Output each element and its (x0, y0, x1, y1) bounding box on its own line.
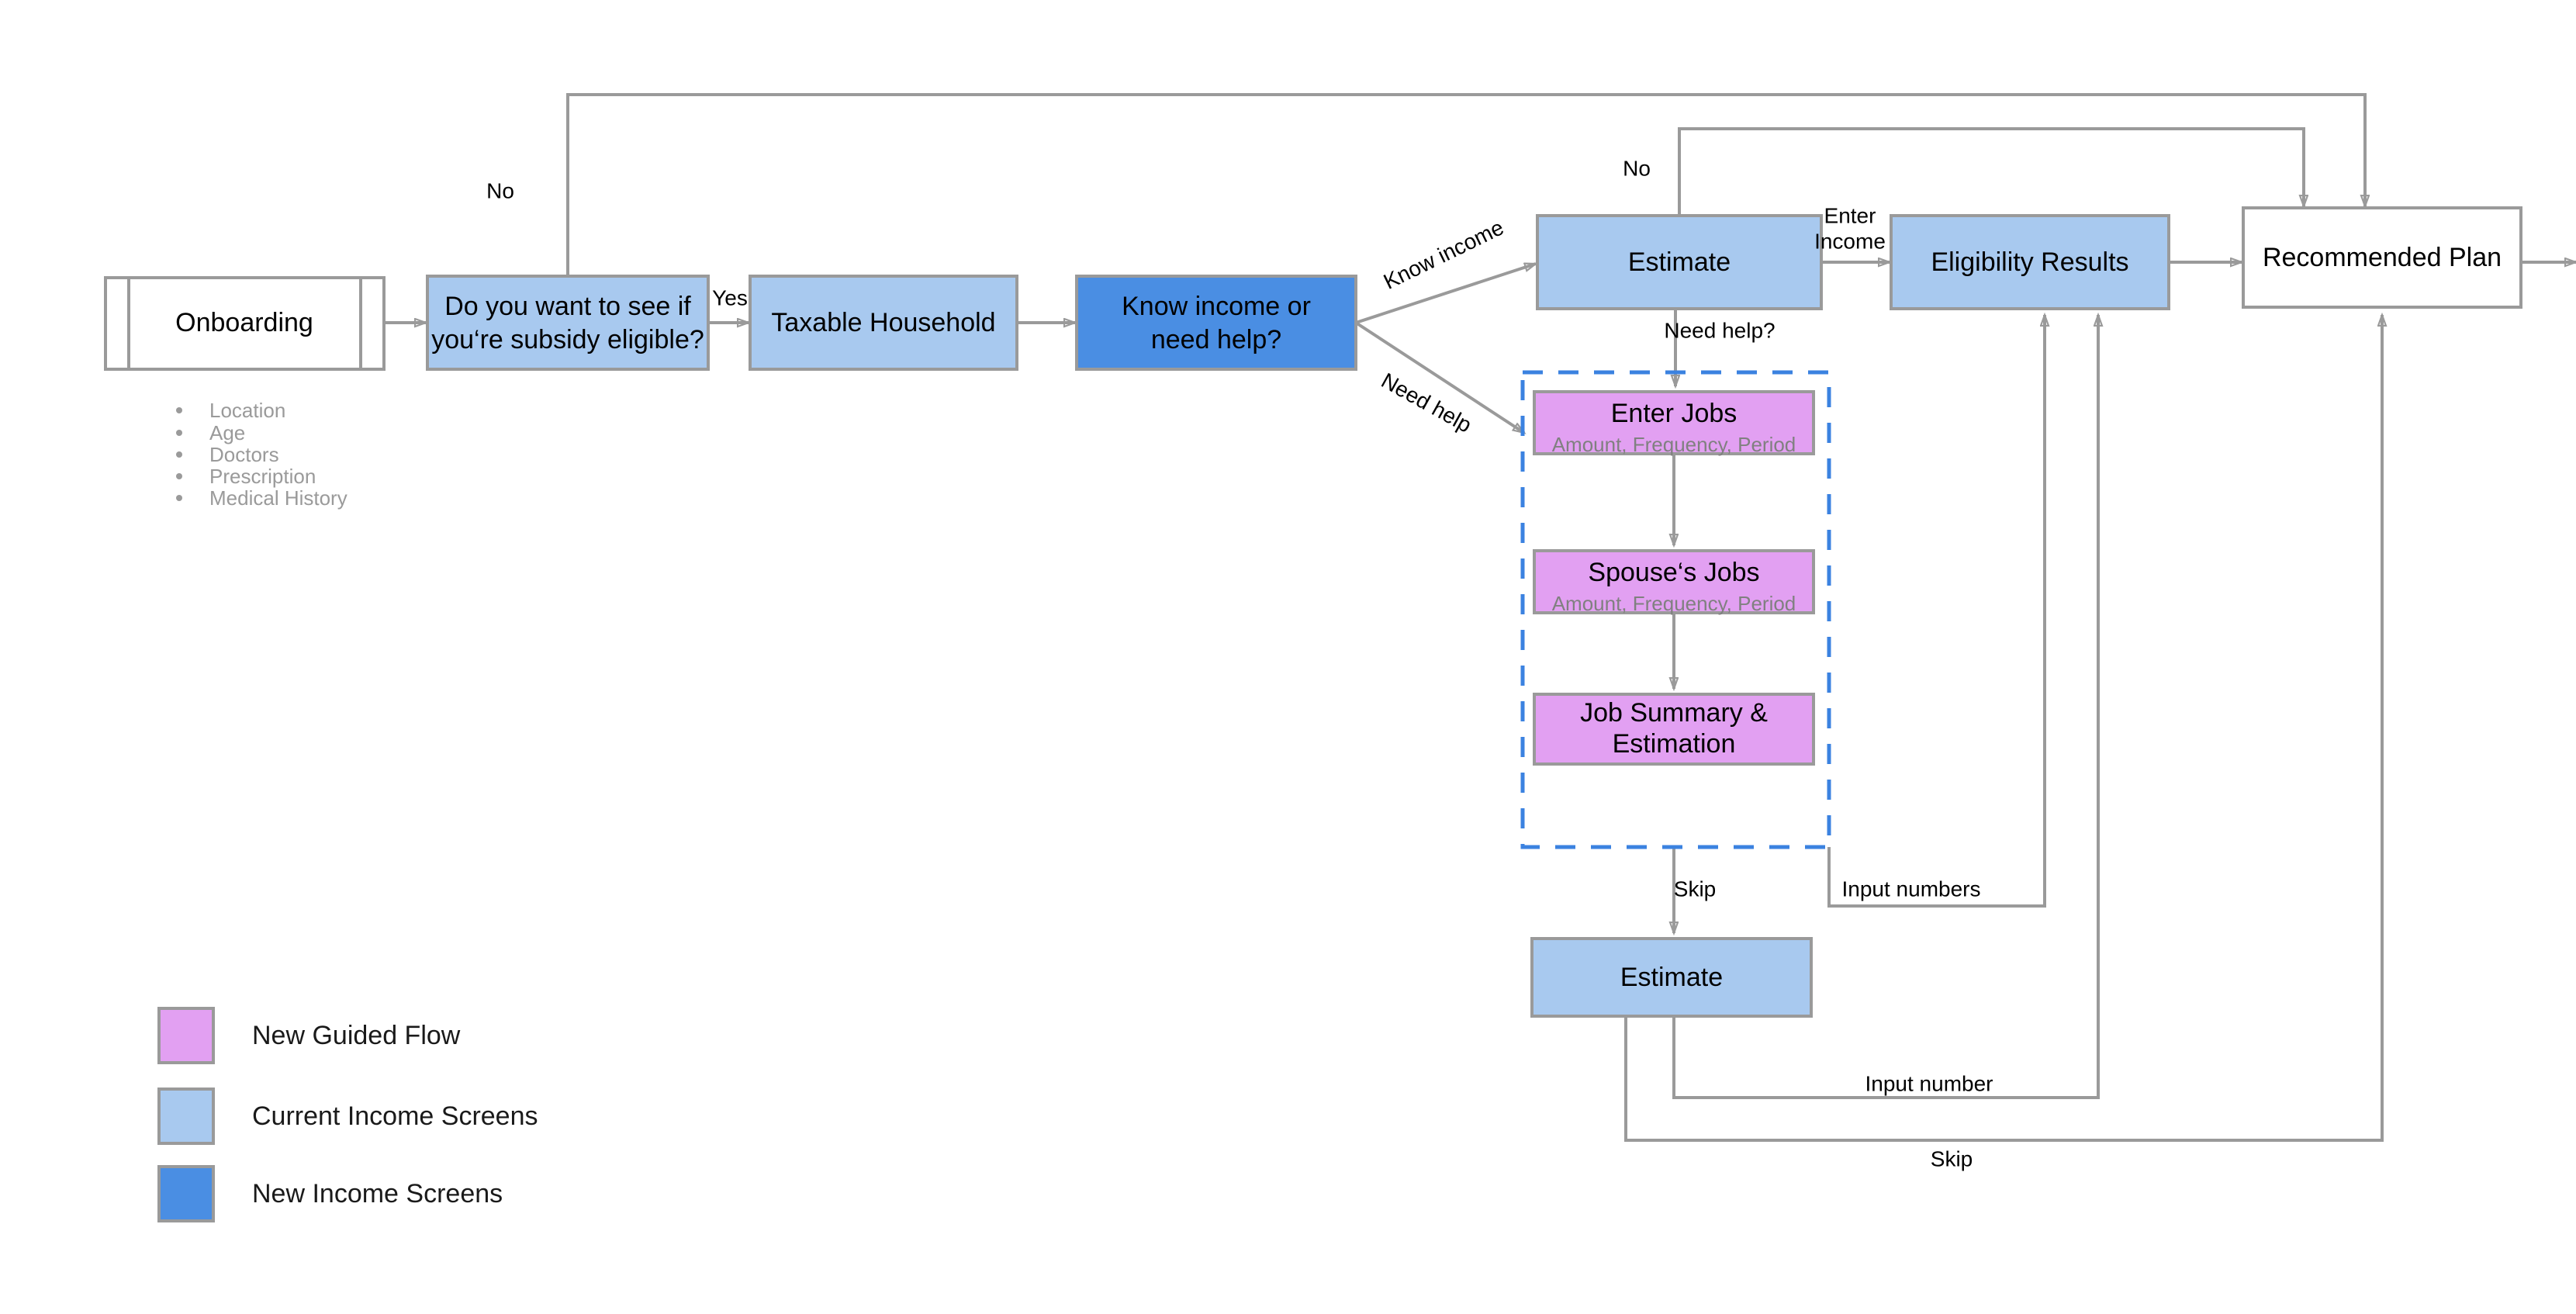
node-enter-jobs-label: Enter Jobs (1611, 399, 1738, 428)
onboarding-bullet-3: Prescription (209, 465, 316, 488)
onboarding-bullet-0: Location (209, 399, 285, 422)
edge-knowincome-to-estimate-top (1355, 262, 1536, 324)
bullet-dot-icon (176, 430, 182, 436)
node-spouse-jobs-label: Spouse‘s Jobs (1588, 558, 1759, 587)
legend-label-current-income-screens: Current Income Screens (252, 1101, 538, 1131)
legend-label-new-guided-flow: New Guided Flow (252, 1021, 461, 1050)
edge-input-number-to-eligibility (1672, 315, 2098, 1099)
node-subsidy-question[interactable]: Do you want to see if you‘re subsidy eli… (426, 275, 710, 371)
bullet-dot-icon (176, 473, 182, 479)
edge-skip-bottom-to-recommended (1624, 315, 2382, 1142)
edge-label-need-help-q: Need help? (1664, 318, 1775, 342)
edge-estimate-no-to-recommended (1678, 127, 2304, 216)
node-job-summary-line1: Job Summary & (1580, 698, 1768, 728)
node-eligibility-results-label: Eligibility Results (1931, 247, 2128, 277)
legend-swatch-new-income-screens (157, 1165, 215, 1222)
node-know-income-line1: Know income or (1122, 292, 1311, 321)
node-subsidy-question-line2: you‘re subsidy eligible? (431, 325, 704, 354)
edge-label-yes: Yes (712, 285, 748, 309)
edge-label-enter-income-1: Enter (1824, 203, 1876, 227)
onboarding-bullet-1: Age (209, 421, 245, 444)
edge-label-skip-bottom: Skip (1931, 1146, 1973, 1170)
onboarding-bullet-list: Location Age Doctors Prescription Medica… (176, 399, 348, 510)
node-onboarding[interactable]: Onboarding (104, 276, 386, 371)
edge-label-no-right: No (1623, 156, 1651, 180)
node-taxable-household[interactable]: Taxable Household (749, 275, 1018, 371)
node-enter-jobs[interactable]: Enter Jobs Amount, Frequency, Period (1533, 390, 1815, 456)
node-estimate-top-label: Estimate (1628, 247, 1731, 277)
bullet-dot-icon (176, 451, 182, 458)
node-onboarding-label: Onboarding (175, 308, 313, 337)
edge-knowincome-to-guided-flow (1354, 321, 1524, 433)
node-job-summary-estimation[interactable]: Job Summary & Estimation (1533, 693, 1815, 766)
edge-label-know-income: Know income (1380, 215, 1508, 294)
guided-flow-group-box (1520, 370, 1831, 849)
edge-input-numbers-to-eligibility (1827, 315, 2045, 908)
node-subsidy-question-line1: Do you want to see if (444, 292, 691, 321)
onboarding-bullet-2: Doctors (209, 443, 279, 466)
node-eligibility-results[interactable]: Eligibility Results (1890, 214, 2170, 310)
bullet-dot-icon (176, 407, 182, 413)
node-know-income-line2: need help? (1151, 325, 1281, 354)
node-spouse-jobs[interactable]: Spouse‘s Jobs Amount, Frequency, Period (1533, 549, 1815, 615)
legend-swatch-current-income-screens (157, 1088, 215, 1145)
node-know-income-or-need-help[interactable]: Know income or need help? (1075, 275, 1357, 371)
edge-label-no-left: No (486, 178, 514, 202)
legend-label-new-income-screens: New Income Screens (252, 1179, 503, 1209)
bullet-dot-icon (176, 495, 182, 501)
node-spouse-jobs-sublabel: Amount, Frequency, Period (1552, 592, 1796, 615)
edge-label-skip-mid: Skip (1674, 877, 1716, 901)
node-estimate-top[interactable]: Estimate (1536, 214, 1823, 310)
edge-subsidy-no-to-recommended (566, 93, 2365, 276)
node-job-summary-line2: Estimation (1613, 729, 1736, 759)
edge-label-input-numbers: Input numbers (1842, 877, 1981, 901)
node-estimate-bottom[interactable]: Estimate (1530, 937, 1813, 1018)
node-taxable-household-label: Taxable Household (771, 308, 995, 337)
legend: New Guided Flow Current Income Screens N… (157, 1007, 538, 1222)
node-enter-jobs-sublabel: Amount, Frequency, Period (1552, 433, 1796, 456)
node-recommended-plan-label: Recommended Plan (2263, 243, 2502, 272)
edge-label-enter-income-2: Income (1814, 229, 1886, 253)
edge-label-input-number: Input number (1865, 1071, 1993, 1095)
edge-layer (384, 93, 2576, 1142)
onboarding-bullet-4: Medical History (209, 486, 348, 510)
edge-label-need-help: Need help (1378, 368, 1476, 437)
legend-swatch-new-guided-flow (157, 1007, 215, 1064)
node-recommended-plan[interactable]: Recommended Plan (2242, 206, 2522, 309)
node-estimate-bottom-label: Estimate (1620, 963, 1723, 992)
